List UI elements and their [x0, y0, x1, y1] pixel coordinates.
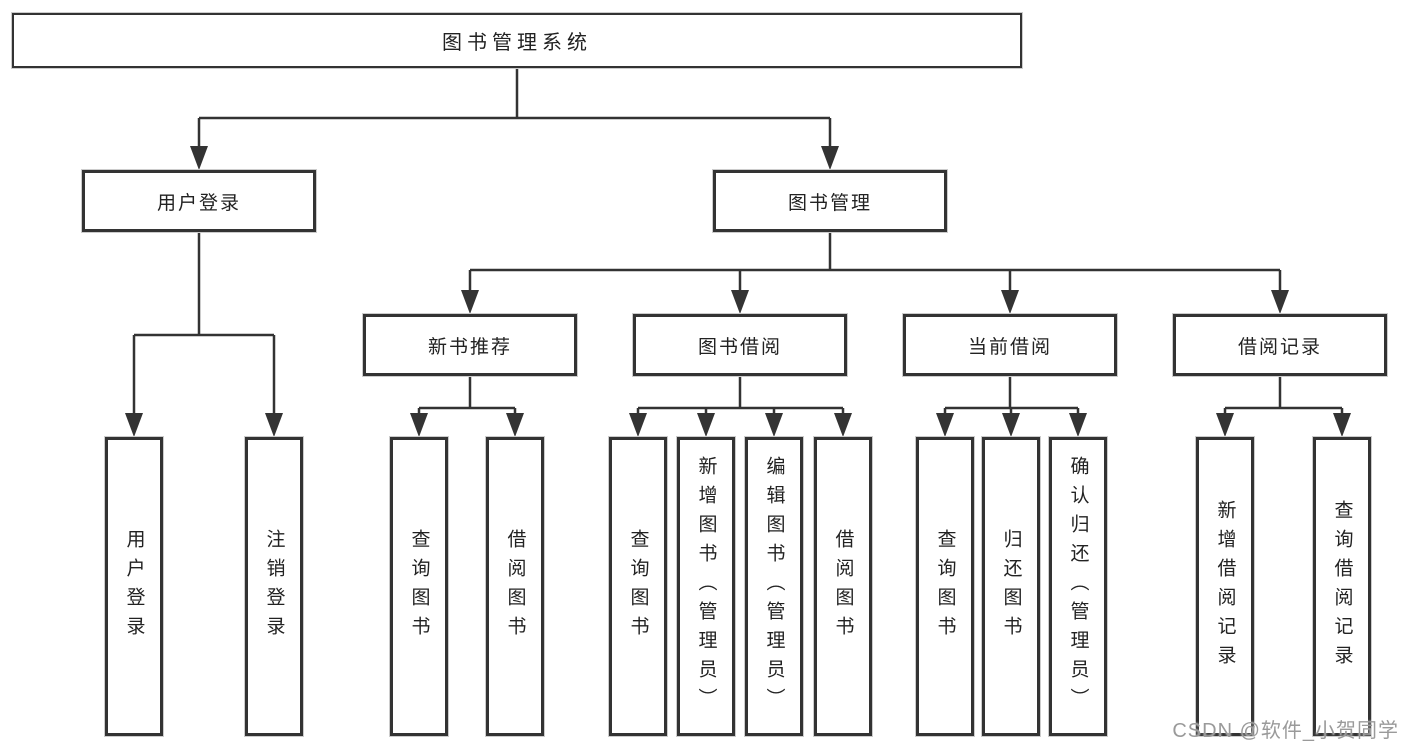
leaf-nbr-borrow-books: 借阅图书: [486, 437, 544, 736]
node-root-label: 图书管理系统: [442, 32, 592, 54]
node-borrowing-records: 借阅记录: [1173, 314, 1387, 376]
watermark: CSDN @软件_小贺同学: [1172, 720, 1399, 742]
leaf-br-add-borrow-record-label: 新增借阅记录: [1214, 499, 1236, 674]
leaf-user-login: 用户登录: [105, 437, 163, 736]
connector-root-to-level2: [190, 68, 839, 170]
node-root: 图书管理系统: [12, 13, 1022, 68]
connector-book-borrowing-to-leaves: [629, 376, 852, 437]
leaf-cb-confirm-return-admin-label: 确认归还（管理员）: [1067, 456, 1089, 717]
node-new-book-recommendation: 新书推荐: [363, 314, 577, 376]
leaf-bb-borrow-books-label: 借阅图书: [832, 528, 854, 645]
leaf-cb-return-books-label: 归还图书: [1000, 528, 1022, 645]
leaf-user-login-label: 用户登录: [123, 528, 145, 645]
node-current-borrowing-label: 当前借阅: [967, 336, 1052, 358]
leaf-bb-edit-book-admin-label: 编辑图书（管理员）: [763, 456, 785, 717]
leaf-bb-borrow-books: 借阅图书: [814, 437, 872, 736]
node-new-book-recommendation-label: 新书推荐: [427, 336, 512, 358]
connector-book-management-to-level3: [461, 232, 1289, 314]
connector-user-login-to-leaves: [125, 232, 283, 437]
connector-current-borrowing-to-leaves: [936, 376, 1087, 437]
connector-borrowing-records-to-leaves: [1216, 376, 1351, 437]
leaf-nbr-borrow-books-label: 借阅图书: [504, 528, 526, 645]
node-user-login: 用户登录: [82, 170, 316, 232]
leaf-bb-add-book-admin-label: 新增图书（管理员）: [695, 456, 717, 717]
leaf-bb-query-books-label: 查询图书: [627, 528, 649, 645]
leaf-bb-add-book-admin: 新增图书（管理员）: [677, 437, 735, 736]
node-book-borrowing-label: 图书借阅: [697, 336, 782, 358]
leaf-br-query-borrow-record: 查询借阅记录: [1313, 437, 1371, 736]
leaf-br-query-borrow-record-label: 查询借阅记录: [1331, 499, 1353, 674]
leaf-nbr-query-books-label: 查询图书: [408, 528, 430, 645]
node-user-login-label: 用户登录: [156, 192, 241, 214]
leaf-logout: 注销登录: [245, 437, 303, 736]
leaf-logout-label: 注销登录: [263, 528, 285, 645]
node-book-management: 图书管理: [713, 170, 947, 232]
leaf-cb-return-books: 归还图书: [982, 437, 1040, 736]
node-book-management-label: 图书管理: [787, 192, 872, 214]
leaf-cb-query-books-label: 查询图书: [934, 528, 956, 645]
leaf-cb-confirm-return-admin: 确认归还（管理员）: [1049, 437, 1107, 736]
node-borrowing-records-label: 借阅记录: [1237, 336, 1322, 358]
connector-new-book-recommendation-to-leaves: [410, 376, 524, 437]
leaf-bb-edit-book-admin: 编辑图书（管理员）: [745, 437, 803, 736]
node-book-borrowing: 图书借阅: [633, 314, 847, 376]
leaf-cb-query-books: 查询图书: [916, 437, 974, 736]
node-current-borrowing: 当前借阅: [903, 314, 1117, 376]
leaf-nbr-query-books: 查询图书: [390, 437, 448, 736]
leaf-br-add-borrow-record: 新增借阅记录: [1196, 437, 1254, 736]
leaf-bb-query-books: 查询图书: [609, 437, 667, 736]
